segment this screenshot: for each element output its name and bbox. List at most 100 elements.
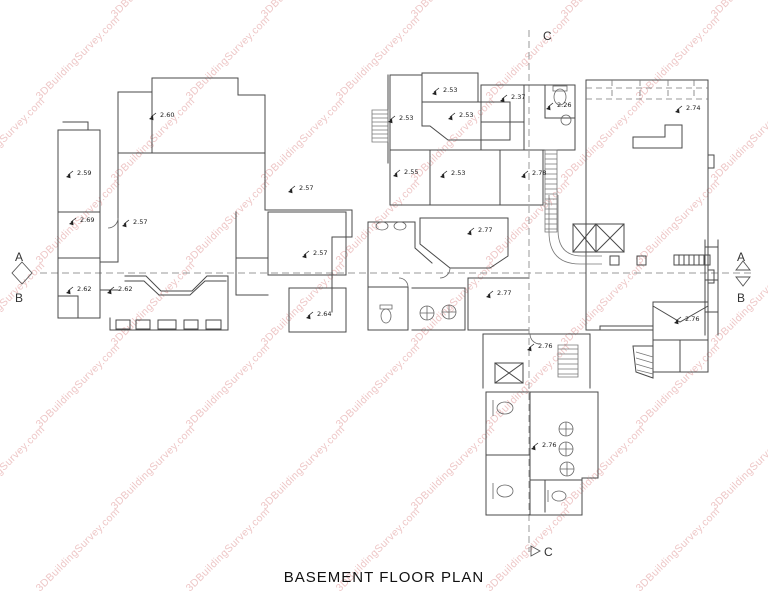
basin-cross-icon bbox=[558, 441, 574, 457]
walls-lift-shaft bbox=[572, 223, 625, 253]
watermark-text: 3DBuildingSurvey.com bbox=[34, 177, 123, 266]
stair-bank-right-hall bbox=[544, 149, 558, 233]
section-label-b-left: B bbox=[15, 291, 23, 305]
level-marker: 2.60 bbox=[149, 111, 174, 121]
toilet-icon bbox=[492, 400, 514, 416]
watermark-text: 3DBuildingSurvey.com bbox=[184, 13, 273, 102]
level-arrowhead-icon bbox=[149, 115, 154, 121]
toilet-icon bbox=[552, 85, 568, 106]
section-label-a-right: A bbox=[737, 250, 745, 264]
level-arrowhead-icon bbox=[527, 346, 532, 352]
watermark-text: 3DBuildingSurvey.com bbox=[634, 13, 723, 102]
level-arrowhead-icon bbox=[546, 105, 551, 111]
watermark-text: 3DBuildingSurvey.com bbox=[184, 177, 273, 266]
walls-grille-strip bbox=[673, 254, 711, 266]
level-arrowhead-icon bbox=[500, 97, 505, 103]
level-value: 2.53 bbox=[459, 111, 473, 119]
watermark-text: 3DBuildingSurvey.com bbox=[109, 423, 198, 512]
level-arrow-icon bbox=[307, 311, 314, 317]
level-marker: 2.62 bbox=[66, 285, 91, 295]
walls-columns bbox=[609, 255, 647, 266]
door-swing-arc bbox=[529, 333, 541, 345]
level-arrowhead-icon bbox=[122, 222, 127, 228]
level-marker: 2.26 bbox=[546, 101, 571, 111]
walls-left-block bbox=[57, 121, 119, 319]
walls-bottom-block-lower bbox=[485, 391, 599, 516]
watermark-text: 3DBuildingSurvey.com bbox=[0, 423, 47, 512]
bar-unit bbox=[157, 319, 177, 330]
level-value: 2.55 bbox=[404, 168, 418, 176]
level-arrow-icon bbox=[487, 290, 494, 296]
level-value: 2.76 bbox=[538, 342, 552, 350]
section-glyphs-layer bbox=[11, 260, 751, 557]
level-value: 2.57 bbox=[133, 218, 147, 226]
walls-right-edge-notches bbox=[707, 154, 715, 284]
walls-layer bbox=[57, 72, 719, 516]
level-arrow-icon bbox=[389, 115, 396, 121]
level-marker: 2.69 bbox=[69, 216, 94, 226]
level-value: 2.69 bbox=[80, 216, 94, 224]
level-marker: 2.76 bbox=[527, 342, 552, 352]
walls-bottom-right-rooms bbox=[599, 301, 709, 373]
level-value: 2.64 bbox=[317, 310, 331, 318]
level-marker: 2.64 bbox=[306, 310, 331, 320]
level-value: 2.53 bbox=[443, 86, 457, 94]
level-arrowhead-icon bbox=[486, 293, 491, 299]
level-arrowhead-icon bbox=[66, 289, 71, 295]
level-arrowhead-icon bbox=[388, 118, 393, 124]
basin-cross-icon bbox=[558, 421, 574, 437]
watermark-text: 3DBuildingSurvey.com bbox=[484, 341, 573, 430]
level-marker: 2.59 bbox=[66, 169, 91, 179]
section-label-c-bottom: C bbox=[544, 545, 553, 559]
watermark-text: 3DBuildingSurvey.com bbox=[409, 423, 498, 512]
walls-top-left-mass bbox=[117, 77, 353, 313]
toilet-icon bbox=[547, 490, 567, 502]
level-marker: 2.57 bbox=[302, 249, 327, 259]
level-marker: 2.78 bbox=[521, 169, 546, 179]
watermark-text: 3DBuildingSurvey.com bbox=[559, 0, 648, 20]
level-arrow-icon bbox=[468, 227, 475, 233]
level-arrow-icon bbox=[676, 105, 683, 111]
walls-west-hall-bar bbox=[109, 275, 229, 331]
level-arrowhead-icon bbox=[448, 115, 453, 121]
level-marker: 2.55 bbox=[393, 168, 418, 178]
basin-icon bbox=[393, 221, 407, 231]
watermark-text: 3DBuildingSurvey.com bbox=[559, 423, 648, 512]
level-arrow-icon bbox=[501, 94, 508, 100]
bar-unit bbox=[205, 319, 222, 330]
section-triangles-right bbox=[735, 260, 751, 287]
walls-bottom-block-upper bbox=[482, 333, 591, 389]
basin-cross-icon bbox=[419, 305, 435, 321]
level-value: 2.78 bbox=[532, 169, 546, 177]
walls-top-middle-mass bbox=[387, 72, 511, 164]
door-swing-arc bbox=[398, 277, 409, 288]
level-value: 2.77 bbox=[497, 289, 511, 297]
level-value: 2.76 bbox=[685, 315, 699, 323]
level-value: 2.74 bbox=[686, 104, 700, 112]
level-arrowhead-icon bbox=[306, 314, 311, 320]
watermark-text: 3DBuildingSurvey.com bbox=[409, 0, 498, 20]
watermark-text: 3DBuildingSurvey.com bbox=[109, 0, 198, 20]
walls-mid-bathroom-upper bbox=[367, 217, 509, 288]
level-value: 2.76 bbox=[542, 441, 556, 449]
level-value: 2.53 bbox=[451, 169, 465, 177]
watermark-text: 3DBuildingSurvey.com bbox=[709, 95, 768, 184]
door-swing-arc bbox=[439, 267, 451, 279]
watermark-text: 3DBuildingSurvey.com bbox=[34, 341, 123, 430]
level-arrow-icon bbox=[532, 442, 539, 448]
level-arrow-icon bbox=[70, 217, 77, 223]
level-arrowhead-icon bbox=[288, 188, 293, 194]
level-arrowhead-icon bbox=[531, 445, 536, 451]
watermark-text: 3DBuildingSurvey.com bbox=[184, 341, 273, 430]
level-arrow-icon bbox=[108, 286, 115, 292]
watermark-text: 3DBuildingSurvey.com bbox=[334, 13, 423, 102]
watermark-text: 3DBuildingSurvey.com bbox=[109, 95, 198, 184]
section-label-b-right: B bbox=[737, 291, 745, 305]
level-marker: 2.53 bbox=[440, 169, 465, 179]
watermark-text: 3DBuildingSurvey.com bbox=[259, 423, 348, 512]
watermark-text: 3DBuildingSurvey.com bbox=[709, 0, 768, 20]
section-label-a-left: A bbox=[15, 250, 23, 264]
